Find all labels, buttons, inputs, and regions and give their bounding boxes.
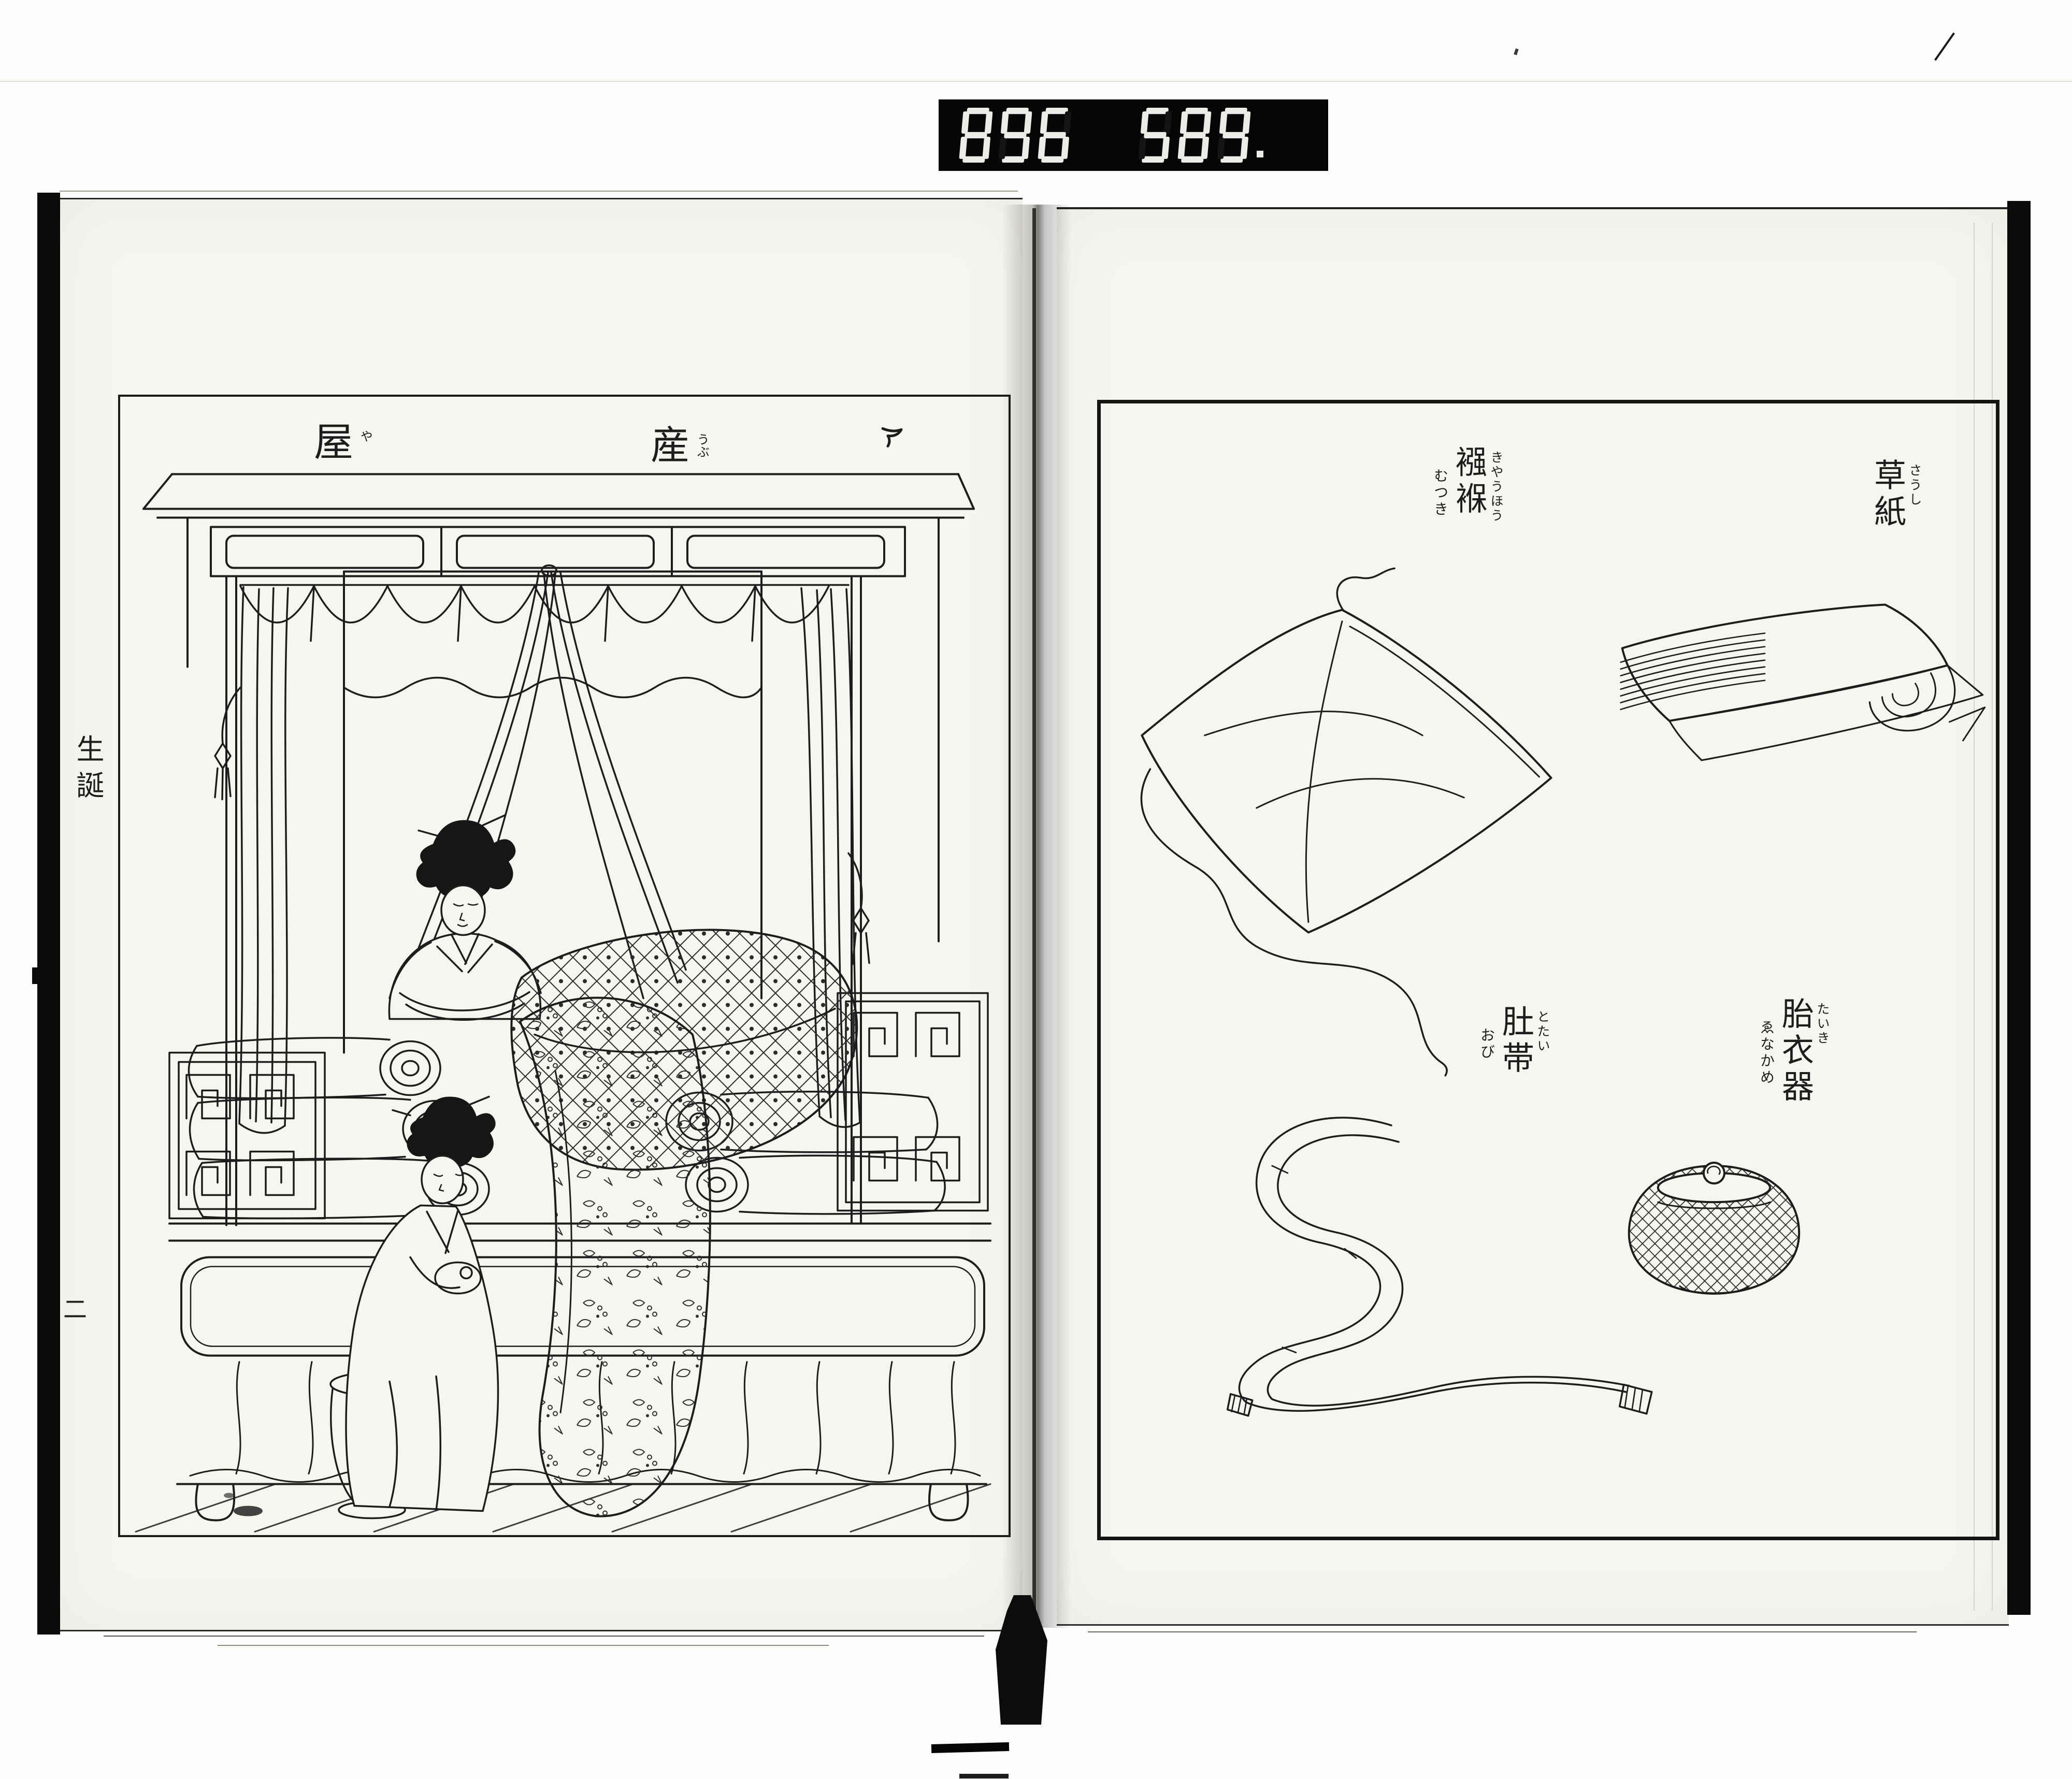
label-paper: 草紙 さうし: [1868, 458, 1922, 531]
title-furigana-ubu: うぶ: [695, 433, 710, 458]
canopy-roof: [142, 473, 975, 577]
birth-room-illustration: [135, 427, 991, 1532]
label-bellyband-kanji: 肚帯: [1497, 1005, 1534, 1077]
bird-mark: [881, 427, 903, 447]
right-scan-edge-bar: [2007, 201, 2031, 1615]
title-kanji-ubu: 産: [651, 422, 690, 468]
label-placenta-vessel-gloss: ゑなかめ: [1758, 1020, 1775, 1086]
right-page: [1057, 207, 2009, 1626]
frame-counter: [939, 99, 1328, 171]
title-furigana-ya: や: [358, 430, 373, 442]
book-spine-shadow: [1002, 205, 1071, 1628]
page-curl-line: [1992, 223, 1993, 1611]
lattice-railing: [168, 992, 989, 1220]
placenta-vessel-drawing: [1628, 1162, 1801, 1295]
bottom-black-mark-small: [959, 1774, 1009, 1778]
seven-segment-digit: [1138, 108, 1172, 163]
label-swaddle: むつき 襁褓 きやうほう: [1432, 445, 1504, 523]
counter-digits-left: [956, 108, 1074, 163]
left-scan-edge-bar: [37, 193, 60, 1635]
label-swaddle-kanji: 襁褓: [1450, 445, 1488, 518]
belly-band-drawing: [1226, 1117, 1653, 1417]
page-edge-line: [218, 1645, 829, 1646]
counter-digits-right: [1135, 108, 1264, 163]
mother-figure: [388, 814, 542, 1021]
page-edge-line: [104, 1636, 984, 1637]
swaddle-cloth-drawing: [1140, 567, 1552, 1077]
page-edge-line: [1088, 1631, 1917, 1632]
scanner-platen-line: [0, 81, 2072, 82]
label-bellyband-gloss: おび: [1478, 1028, 1495, 1061]
right-illustration-frame: [1097, 400, 1999, 1540]
valance-curtains: [239, 584, 850, 699]
page-number: 二: [63, 1295, 87, 1323]
back-curtains: [409, 564, 687, 1000]
seven-segment-digit: [1038, 108, 1072, 163]
label-swaddle-gloss: むつき: [1432, 468, 1449, 518]
seven-segment-digit: [998, 108, 1032, 163]
curtain-tassels: [214, 686, 870, 966]
label-bellyband-furigana: とたい: [1535, 1010, 1550, 1053]
seven-segment-digit: [1217, 108, 1251, 163]
seven-segment-digit: [959, 108, 993, 163]
label-placenta-vessel: ゑなかめ 胎衣器 たいき: [1758, 997, 1830, 1106]
page-curl-line: [1974, 223, 1975, 1611]
label-paper-furigana: さうし: [1907, 464, 1922, 507]
seven-segment-digit: [1177, 108, 1212, 163]
label-placenta-vessel-kanji: 胎衣器: [1776, 997, 1814, 1106]
scan-smudges: [224, 1493, 263, 1516]
folded-paper-drawing: [1620, 603, 1986, 761]
page-edge-line: [60, 191, 1018, 192]
counter-decimal-dot: [1257, 151, 1263, 157]
label-placenta-vessel-furigana: たいき: [1815, 1002, 1830, 1046]
bottom-black-mark: [931, 1742, 1010, 1753]
floral-quilt-drape: [519, 996, 711, 1517]
label-paper-kanji: 草紙: [1868, 458, 1906, 531]
attendant-figure: [345, 1095, 499, 1512]
book-spine-line: [1032, 208, 1036, 1626]
left-illustration-frame: [118, 395, 1011, 1537]
label-swaddle-furigana: きやうほう: [1489, 451, 1504, 523]
ink-speck: [1514, 48, 1519, 55]
margin-label-seitan: 生誕: [71, 734, 104, 807]
pen-slash-mark: [1934, 32, 1955, 61]
ink-blot: [32, 967, 49, 984]
canopy-posts: [186, 516, 940, 1226]
label-bellyband: おび 肚帯 とたい: [1478, 1005, 1550, 1077]
title-kanji-ya: 屋: [314, 419, 353, 465]
birth-items-illustration: [1140, 567, 1986, 1417]
